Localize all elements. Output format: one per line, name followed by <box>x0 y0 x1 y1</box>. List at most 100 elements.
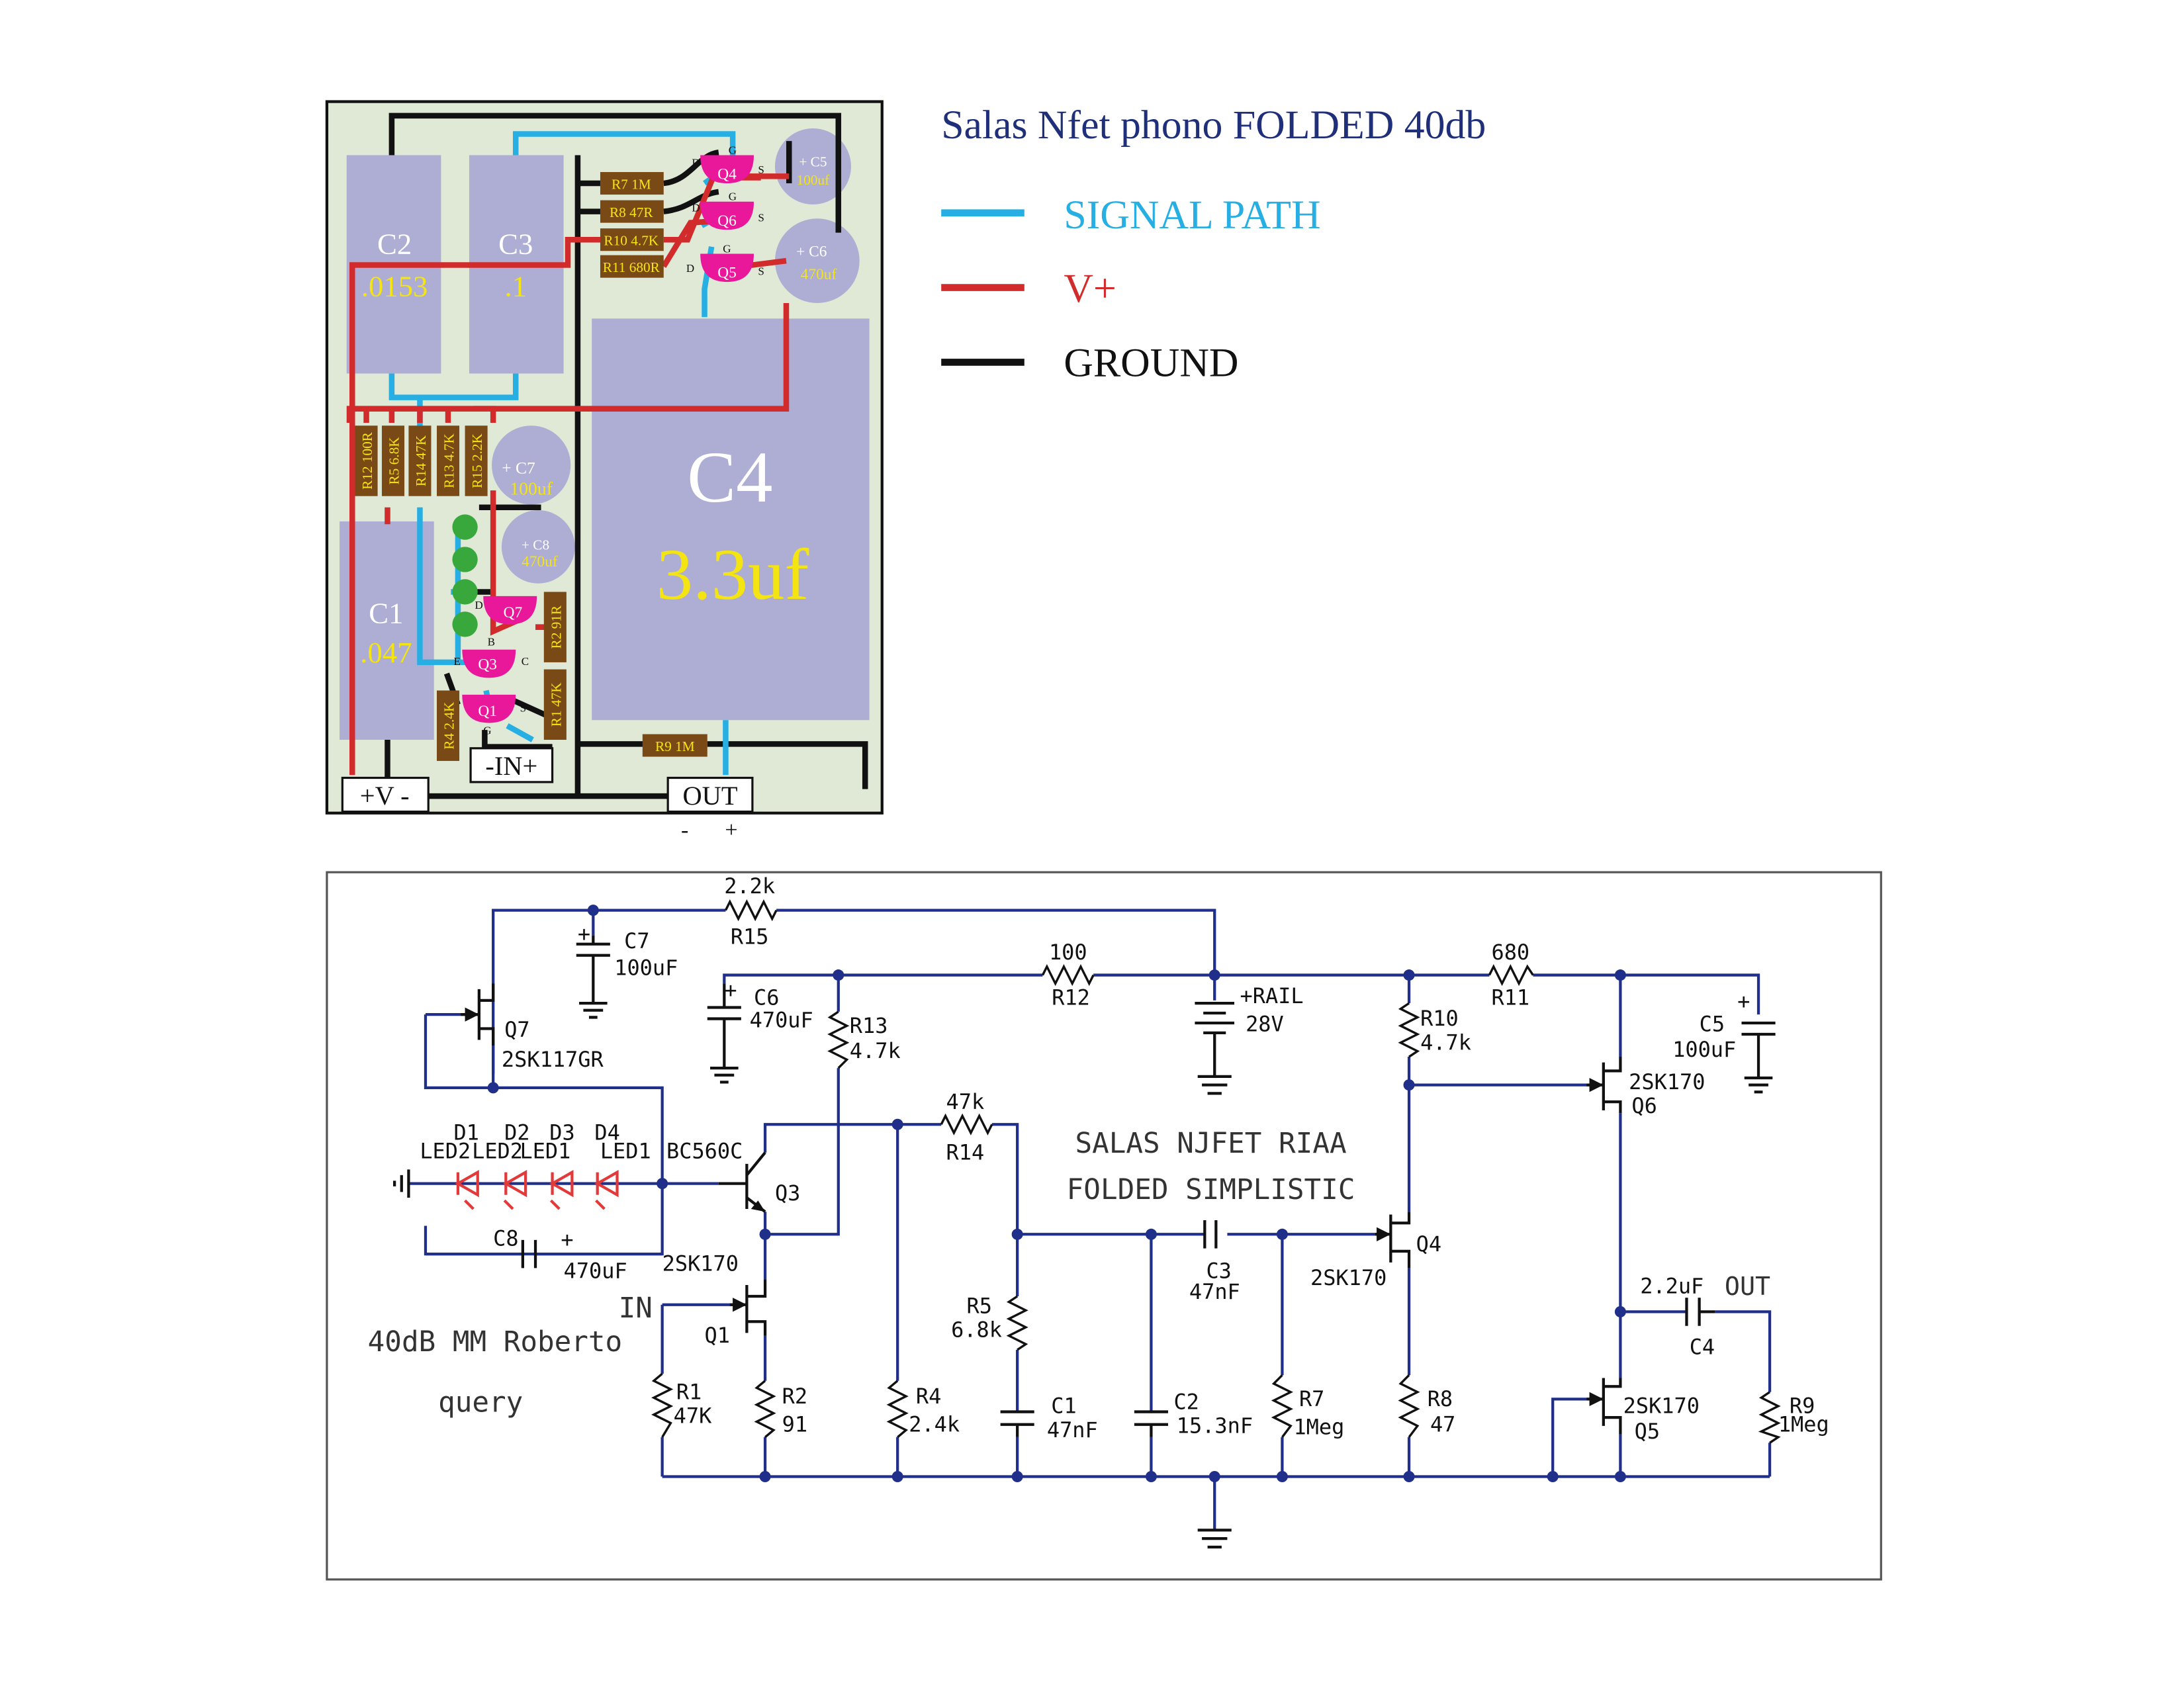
r5-name: R5 <box>967 1294 992 1319</box>
junction-dots <box>487 905 1626 1483</box>
schematic-resistors <box>651 899 1781 1444</box>
c7-plus: + <box>578 921 590 946</box>
r11-name: R11 <box>1491 985 1529 1010</box>
schematic-titles: SALAS NJFET RIAA FOLDED SIMPLISTIC 40dB … <box>368 1127 1770 1419</box>
schematic-note: 40dB MM Roberto <box>368 1325 623 1358</box>
r2-value: 91 <box>782 1411 807 1437</box>
cap-symbol-c5 <box>1741 1021 1776 1094</box>
c7-name-sch: C7 <box>624 928 649 954</box>
led-symbol-d1 <box>455 1169 479 1198</box>
resistor-symbol-r5 <box>1006 1295 1028 1351</box>
resistor-r11 <box>600 255 664 278</box>
page-title: Salas Nfet phono FOLDED 40db <box>941 103 1486 148</box>
led-symbol-d2 <box>503 1169 527 1198</box>
schematic: 2.2k R15 100 R12 680 R11 47k R14 + C7 10… <box>326 871 1882 1581</box>
q4-pin-d: D <box>692 157 700 169</box>
schematic-in-label: IN <box>619 1292 653 1325</box>
out-plus: + <box>725 818 737 842</box>
r9-name: R9 <box>1790 1394 1815 1419</box>
c2-value: .0153 <box>361 269 428 302</box>
c6-name-sch: C6 <box>754 985 779 1010</box>
resistor-symbol-r13 <box>827 1010 850 1069</box>
q1-name: Q1 <box>705 1323 730 1348</box>
r7-value: 1Meg <box>1293 1415 1344 1440</box>
d4-name: D4 <box>594 1120 619 1145</box>
connector-power-label: +V - <box>360 781 410 811</box>
c7-value-sch: 100uF <box>614 956 678 981</box>
resistor-r8 <box>600 200 664 223</box>
fet-q7 <box>483 596 537 625</box>
c6-value-sch: 470uF <box>750 1007 813 1032</box>
fet-q1-label: Q1 <box>478 703 497 720</box>
resistor-symbol-r9 <box>1758 1391 1781 1444</box>
r8-value: 47 <box>1430 1411 1455 1437</box>
c5-name-sch: C5 <box>1700 1012 1725 1037</box>
schematic-leds <box>455 1169 619 1210</box>
r8-name: R8 <box>1428 1386 1453 1411</box>
led-symbol-d4 <box>594 1169 619 1198</box>
r11-value: 680 <box>1491 940 1529 965</box>
c4-value: 3.3uf <box>657 533 809 615</box>
q1-pin-g: G <box>483 725 491 737</box>
r1-name: R1 <box>676 1379 702 1404</box>
resistor-r9 <box>642 734 707 757</box>
r1-value: 47K <box>674 1403 712 1429</box>
c8-value: 470uf <box>522 553 558 570</box>
rail-value: 28V <box>1246 1012 1284 1037</box>
d2-type: LED2 <box>472 1138 523 1163</box>
resistor-symbol-r2 <box>754 1380 776 1439</box>
q3-name: Q3 <box>775 1180 800 1206</box>
c8-name-sch: C8 <box>493 1225 518 1251</box>
connector-input <box>469 747 554 783</box>
resistor-r12-label: R12 100R <box>359 431 375 490</box>
c3-name: C3 <box>498 228 533 261</box>
resistor-r10 <box>600 228 664 251</box>
legend-signal-label: SIGNAL PATH <box>1064 193 1320 238</box>
schematic-frame <box>326 871 1882 1581</box>
connector-output <box>666 776 754 813</box>
c5-name: + C5 <box>799 154 827 169</box>
legend-ground-label: GROUND <box>1064 341 1238 386</box>
schematic-labels: 2.2k R15 100 R12 680 R11 47k R14 + C7 10… <box>420 873 1829 1444</box>
cap-symbol-c7 <box>576 935 610 1019</box>
rail-battery <box>1195 1002 1235 1095</box>
resistor-r13-label: R13 4.7K <box>441 433 457 488</box>
c4-name: C4 <box>687 436 772 517</box>
fet-q7-label: Q7 <box>504 604 523 621</box>
c6-value: 470uf <box>801 266 837 283</box>
pcb-cap-labels: C2 .0153 C3 .1 C4 3.3uf C1 .047 + C5 100… <box>360 154 837 668</box>
q6-name: Q6 <box>1631 1093 1657 1118</box>
c2-value-sch: 15.3nF <box>1177 1413 1253 1439</box>
q4-pin-g: G <box>729 144 737 156</box>
d1-type: LED2 <box>420 1138 471 1163</box>
connector-output-label: OUT <box>682 781 737 811</box>
q6-pin-g: G <box>729 191 737 203</box>
q5-name: Q5 <box>1635 1419 1660 1444</box>
legend: SIGNAL PATH V+ GROUND <box>941 193 1321 386</box>
c1-value-sch: 47nF <box>1047 1417 1098 1443</box>
q4-part: 2SK170 <box>1310 1265 1387 1290</box>
c2-name-sch: C2 <box>1173 1389 1199 1414</box>
d4-type: LED1 <box>600 1138 651 1163</box>
r5-value: 6.8k <box>951 1317 1002 1343</box>
resistor-r9-label: R9 1M <box>655 738 695 754</box>
schematic-capacitors <box>521 935 1776 1437</box>
r2-name: R2 <box>782 1384 807 1409</box>
resistor-symbol-r14 <box>940 1113 993 1135</box>
schematic-title-line1: SALAS NJFET RIAA <box>1075 1127 1346 1160</box>
fet-q5 <box>700 253 754 283</box>
rail-name: +RAIL <box>1240 983 1304 1008</box>
resistor-symbol-r4 <box>886 1380 909 1439</box>
resistor-r15-label: R15 2.2K <box>469 433 485 488</box>
resistor-r8-label: R8 47R <box>610 204 653 220</box>
fet-q3 <box>462 649 516 678</box>
resistor-r14 <box>408 425 432 496</box>
r14-value: 47k <box>946 1089 985 1114</box>
r4-name: R4 <box>916 1384 941 1409</box>
pcb-leds <box>452 514 478 637</box>
c3-value: .1 <box>504 269 527 302</box>
pcb-fets: Q4 Q6 Q5 Q7 Q3 Q1 D G S D G S D G S D B <box>454 144 764 736</box>
r9-value: 1Meg <box>1778 1411 1829 1437</box>
q3-part: BC560C <box>666 1138 743 1163</box>
